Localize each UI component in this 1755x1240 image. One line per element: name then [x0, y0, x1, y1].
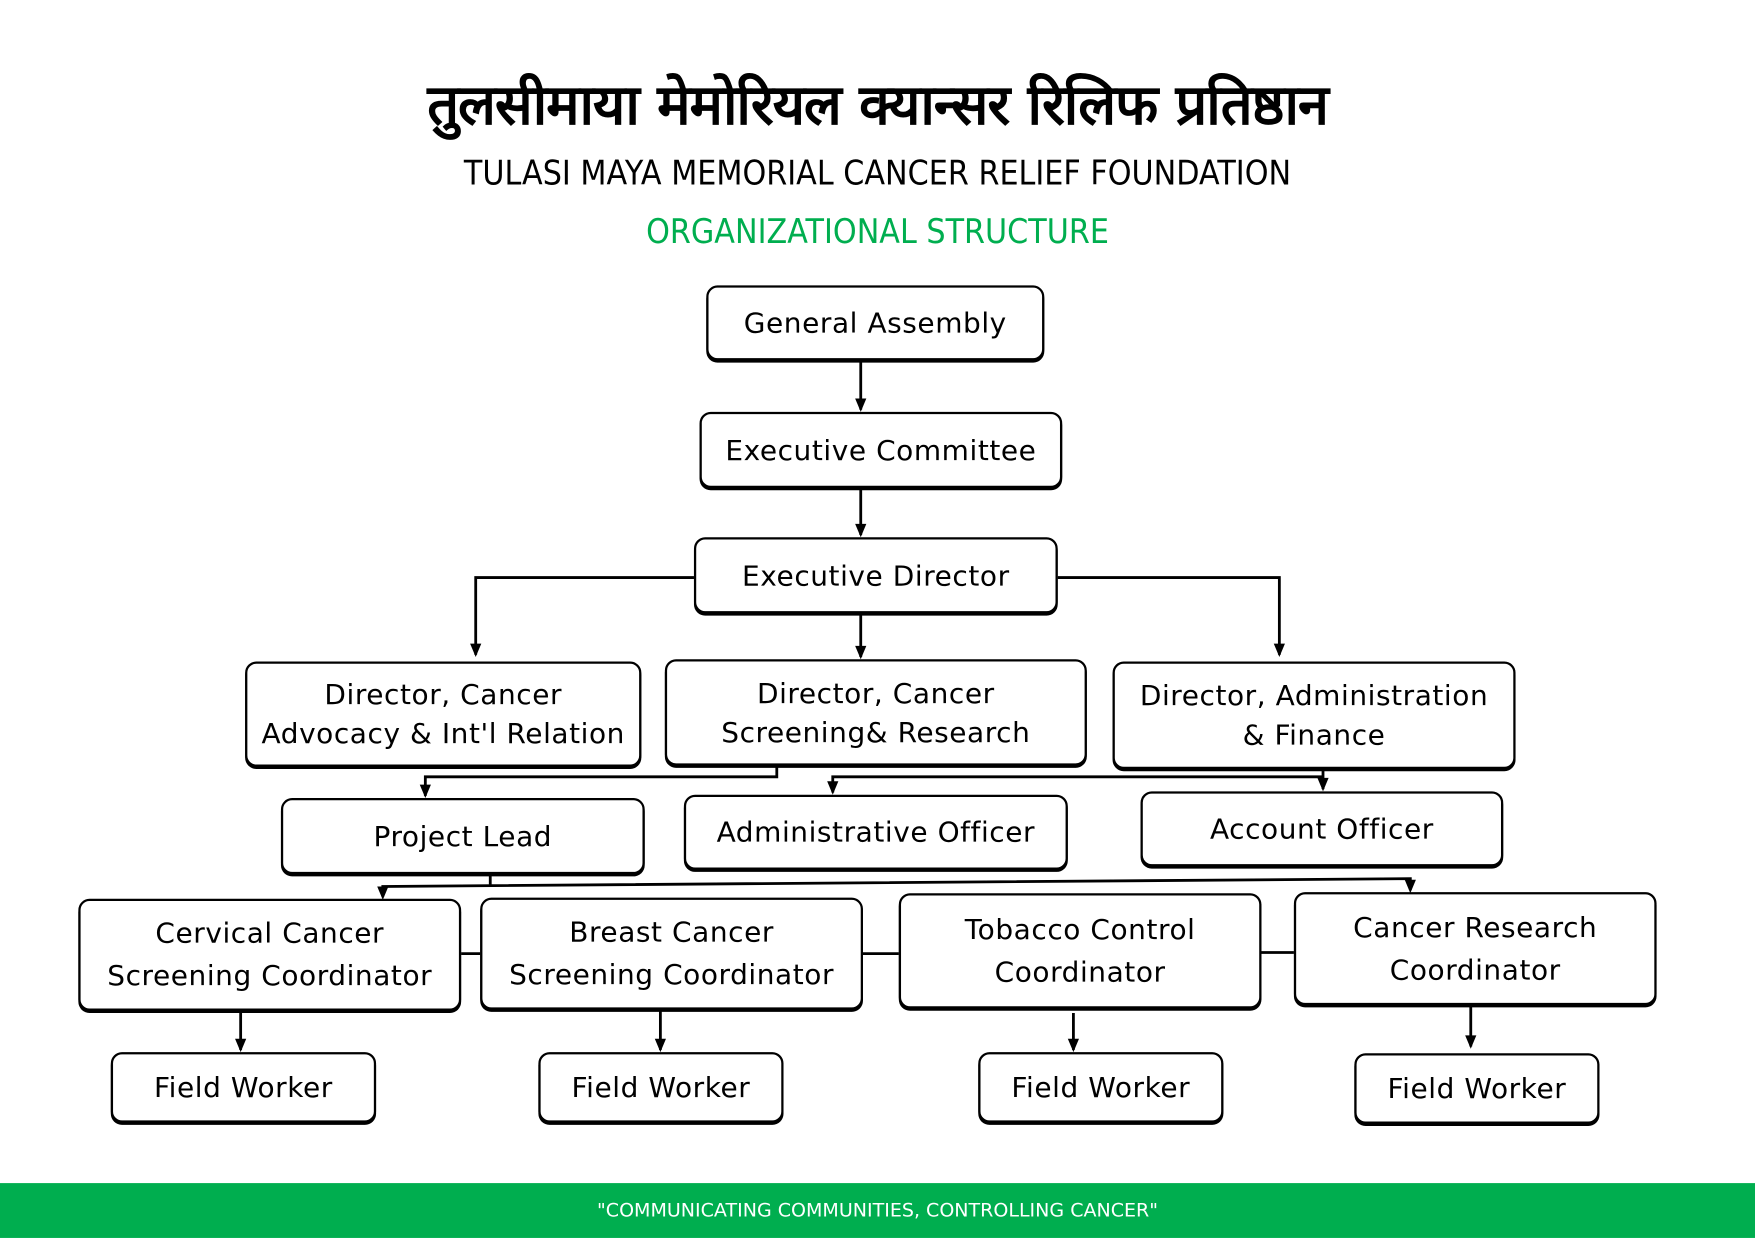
node-label: Breast Cancer [569, 915, 774, 949]
node-label: Director, Administration [1139, 679, 1489, 712]
node-label: Cancer Research [1353, 910, 1598, 944]
node-label: Screening& Research [721, 715, 1031, 749]
node-executive-committee: Executive Committee [699, 411, 1063, 489]
node-label: Screening Coordinator [107, 959, 433, 992]
node-label: Advocacy & Int'l Relation [261, 717, 625, 750]
node-label: & Finance [1242, 718, 1386, 752]
node-label: Project Lead [373, 819, 553, 853]
node-label: Cervical Cancer [155, 916, 385, 950]
node-director-admin: Director, Administration & Finance [1112, 661, 1516, 769]
footer-banner: "COMMUNICATING COMMUNITIES, CONTROLLING … [0, 1183, 1755, 1238]
node-label: Account Officer [1209, 812, 1434, 846]
node-field-worker: Field Worker [1354, 1053, 1600, 1124]
node-project-lead: Project Lead [280, 798, 645, 875]
node-general-assembly: General Assembly [706, 285, 1045, 361]
node-label: Administrative Officer [716, 815, 1036, 849]
connector [381, 874, 1412, 897]
nepali-title: तुलसीमाया मेमोरियल क्यान्सर रिलिफ प्रतिष… [427, 71, 1329, 138]
node-executive-director: Executive Director [693, 537, 1058, 614]
node-label: Coordinator [1389, 953, 1561, 986]
connector [239, 1005, 1473, 1050]
node-account-officer: Account Officer [1140, 791, 1504, 867]
node-label: Executive Director [742, 559, 1010, 592]
node-field-worker: Field Worker [538, 1052, 784, 1123]
chart-subtitle: ORGANIZATIONAL STRUCTURE [646, 212, 1109, 252]
connector [423, 765, 779, 796]
node-label: Director, Cancer [756, 676, 995, 710]
node-label: Screening Coordinator [509, 958, 835, 991]
node-label: Field Worker [154, 1071, 333, 1104]
node-label: Tobacco Control [964, 912, 1196, 946]
arrow-head [855, 398, 867, 412]
node-label: Field Worker [571, 1071, 751, 1104]
english-title: TULASI MAYA MEMORIAL CANCER RELIEF FOUND… [463, 154, 1292, 194]
node-label: General Assembly [743, 306, 1007, 340]
connector [474, 576, 694, 655]
node-label: Coordinator [994, 955, 1166, 988]
footer-tagline: "COMMUNICATING COMMUNITIES, CONTROLLING … [597, 1199, 1159, 1222]
node-label: Field Worker [1387, 1072, 1567, 1105]
node-label: Executive Committee [725, 433, 1037, 467]
node-label: Director, Cancer [324, 678, 563, 711]
node-field-worker: Field Worker [978, 1052, 1224, 1123]
node-administrative-officer: Administrative Officer [683, 794, 1068, 870]
node-field-worker: Field Worker [110, 1052, 377, 1123]
connector [1057, 576, 1281, 655]
connector [831, 768, 1325, 793]
connector [461, 951, 1294, 956]
node-label: Field Worker [1011, 1071, 1191, 1104]
